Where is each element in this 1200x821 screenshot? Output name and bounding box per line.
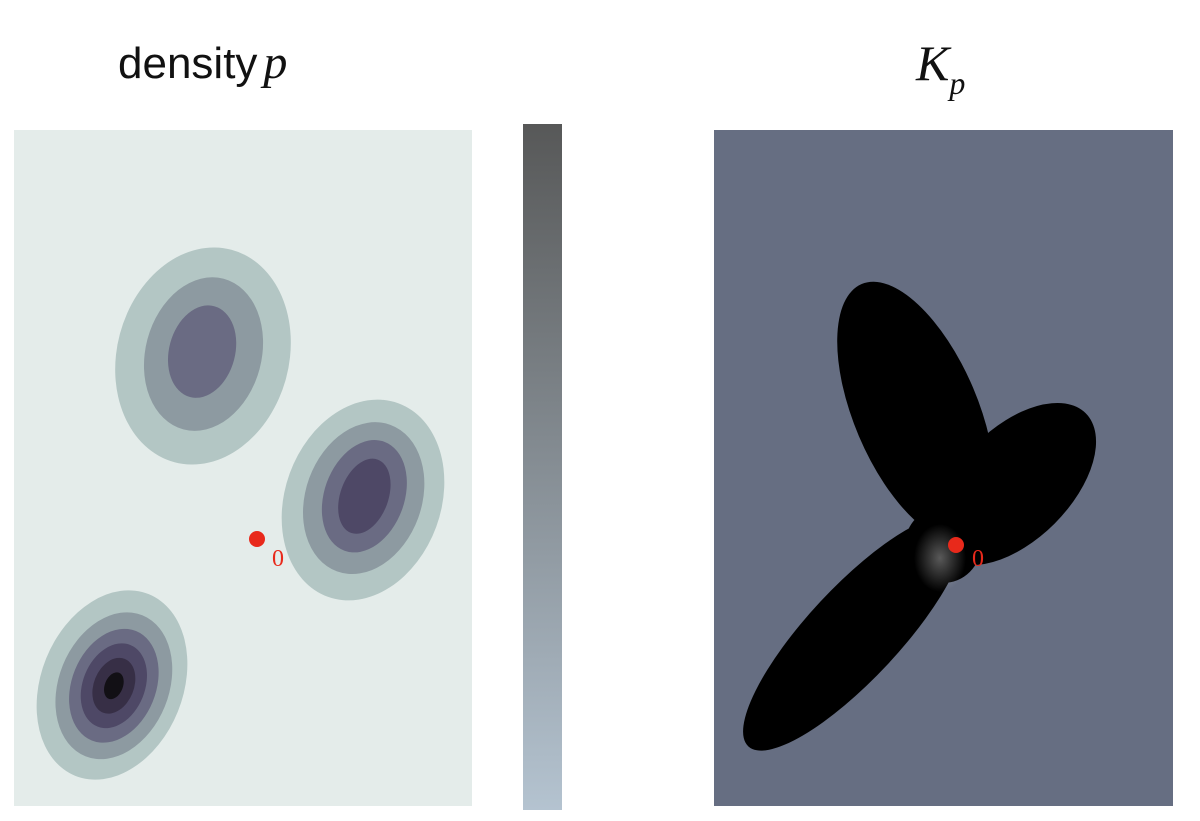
density-mode-middle-right	[281, 399, 445, 601]
contour-level-3	[167, 305, 237, 398]
density-title-text: density	[118, 39, 258, 88]
origin-marker	[249, 531, 265, 547]
contour-level-4	[338, 458, 391, 534]
density-title-symbol: p	[263, 36, 288, 89]
kp-center-glow	[914, 524, 966, 592]
origin-label: 0	[972, 546, 984, 572]
kp-title-subscript: p	[949, 65, 966, 101]
kp-lobe-lower	[743, 515, 965, 751]
density-panel: 0	[14, 130, 472, 806]
colorbar-gradient	[523, 124, 562, 810]
kp-shape	[743, 281, 1097, 751]
density-mode-lower-left	[36, 590, 188, 780]
origin-label: 0	[272, 546, 284, 572]
kp-title-main: K	[916, 35, 950, 91]
kp-panel: 0	[714, 130, 1173, 806]
contour-level-6	[103, 672, 124, 700]
density-mode-upper-left	[115, 247, 291, 465]
colorbar	[523, 124, 562, 810]
origin-marker	[948, 537, 964, 553]
kp-panel-title: Kp	[916, 28, 966, 101]
